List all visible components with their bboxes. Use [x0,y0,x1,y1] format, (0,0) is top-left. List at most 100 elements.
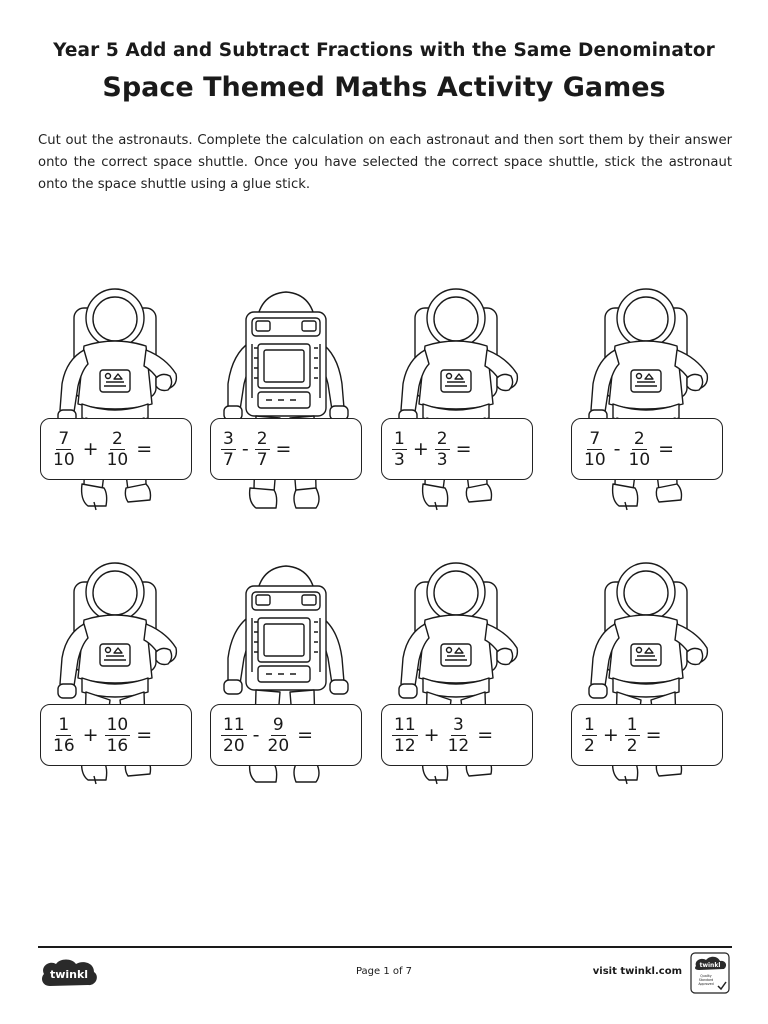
astronaut-figure [210,562,360,802]
denominator: 12 [447,735,470,756]
denominator: 16 [53,735,75,756]
denominator: 12 [394,735,416,756]
numerator: 3 [221,428,236,450]
logo-text: twinkl [50,968,88,981]
denominator: 2 [626,735,638,756]
operator-sign: - [613,438,621,460]
page-number: Page 1 of 7 [355,966,413,977]
numerator: 9 [270,714,286,736]
denominator: 10 [628,449,651,470]
equals-sign: = [455,438,472,460]
astronaut-figure [381,288,531,528]
page-subtitle: Year 5 Add and Subtract Fractions with t… [53,40,715,61]
denominator: 3 [436,449,448,470]
twinkl-logo-icon: twinkl [38,956,100,990]
numerator: 2 [109,428,125,450]
visit-link-text: visit twinkl.com [592,966,682,977]
equals-sign: = [297,724,314,746]
equals-sign: = [275,438,292,460]
denominator: 10 [106,449,129,470]
denominator: 7 [223,449,234,470]
numerator: 10 [104,714,131,736]
denominator: 3 [394,449,405,470]
operator-sign: + [82,438,99,460]
denominator: 20 [267,735,290,756]
denominator: 10 [53,449,75,470]
astronaut-front-icon [398,288,519,511]
operator-sign: - [252,724,260,746]
denominator: 10 [584,449,606,470]
astronaut-figure [40,288,190,528]
denominator: 16 [106,735,129,756]
numerator: 7 [587,428,603,450]
denominator: 20 [223,735,245,756]
operator-sign: + [602,724,619,746]
numerator: 1 [582,714,597,736]
operator-sign: - [241,438,249,460]
astronaut-front-icon [398,562,519,785]
astronaut-back-icon [223,291,349,509]
operator-sign: + [423,724,440,746]
quality-badge-icon: twinkl Quality Standard Approved [690,952,730,994]
equals-sign: = [136,724,153,746]
equals-sign: = [658,438,675,460]
astronaut-figure [381,562,531,802]
numerator: 1 [392,428,407,450]
operator-sign: + [82,724,99,746]
equals-sign: = [477,724,494,746]
operator-sign: + [412,438,429,460]
numerator: 2 [631,428,647,450]
equals-sign: = [136,438,153,460]
equals-sign: = [645,724,662,746]
astronaut-figure [571,288,721,528]
numerator: 11 [221,714,247,736]
numerator: 1 [56,714,72,736]
badge-caption: Quality Standard Approved [698,974,714,986]
astronaut-front-icon [57,288,178,511]
page-title: Space Themed Maths Activity Games [102,72,666,103]
astronaut-figure [571,562,721,802]
numerator: 7 [56,428,72,450]
denominator: 7 [256,449,268,470]
badge-top-text: twinkl [700,962,721,969]
astronaut-front-icon [588,288,709,511]
footer-divider [38,946,732,948]
astronaut-figure [210,288,360,528]
denominator: 2 [584,735,595,756]
numerator: 11 [392,714,418,736]
instructions-text: Cut out the astronauts. Complete the cal… [38,133,732,192]
astronaut-front-icon [57,562,178,785]
astronaut-figure [40,562,190,802]
